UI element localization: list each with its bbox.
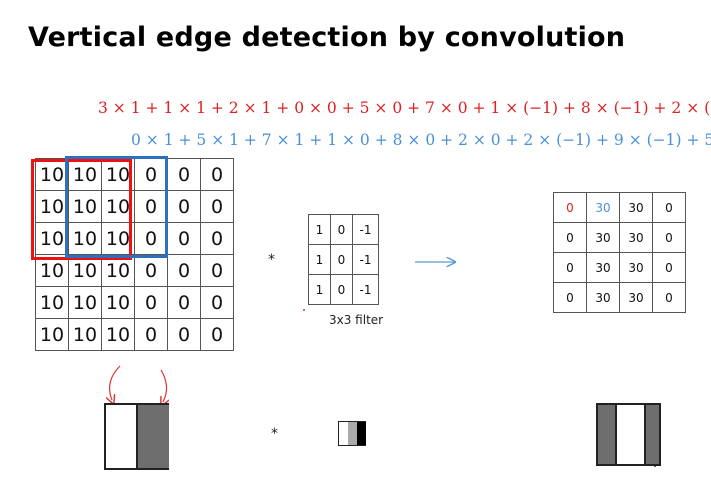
- output-matrix-cell: 0: [652, 192, 686, 223]
- input-matrix-cell: 10: [68, 318, 102, 351]
- input-matrix-cell: 0: [167, 158, 201, 191]
- input-matrix-cell: 0: [134, 158, 168, 191]
- input-matrix-cell: 10: [68, 222, 102, 255]
- filter-image-preview: [338, 421, 366, 446]
- input-matrix-cell: 0: [200, 158, 234, 191]
- input-matrix-cell: 0: [200, 254, 234, 287]
- input-matrix-cell: 0: [167, 286, 201, 319]
- blue-selection-window: [65, 156, 168, 258]
- filter-matrix-cell: -1: [352, 214, 379, 245]
- output-matrix-cell: 30: [619, 282, 653, 313]
- input-matrix-cell: 0: [200, 222, 234, 255]
- output-matrix-cell: 0: [553, 192, 587, 223]
- output-matrix-cell: 0: [652, 252, 686, 283]
- convolution-operator-bottom: *: [271, 426, 278, 442]
- input-matrix-cell: 10: [35, 318, 69, 351]
- input-matrix-cell: 0: [167, 318, 201, 351]
- input-matrix-cell: 10: [68, 190, 102, 223]
- formula-blue: 0 × 1 + 5 × 1 + 7 × 1 + 1 × 0 + 8 × 0 + …: [131, 131, 711, 149]
- input-matrix-cell: 10: [35, 190, 69, 223]
- red-selection-window: [31, 159, 132, 260]
- output-matrix-cell: 30: [619, 192, 653, 223]
- input-matrix-cell: 0: [200, 286, 234, 319]
- input-matrix-cell: 0: [167, 190, 201, 223]
- output-matrix-cell: 30: [586, 222, 620, 253]
- input-matrix-cell: 0: [167, 254, 201, 287]
- output-bright-band: [615, 405, 646, 464]
- filter-label: 3x3 filter: [329, 313, 384, 327]
- formula-red: 3 × 1 + 1 × 1 + 2 × 1 + 0 × 0 + 5 × 0 + …: [98, 99, 711, 117]
- page-title: Vertical edge detection by convolution: [28, 22, 626, 53]
- output-matrix-cell: 0: [553, 222, 587, 253]
- output-matrix-cell: 0: [652, 282, 686, 313]
- input-matrix-cell: 10: [35, 158, 69, 191]
- convolution-operator: *: [268, 252, 275, 268]
- output-image-preview: [596, 403, 661, 466]
- input-matrix-cell: 10: [35, 286, 69, 319]
- output-matrix-cell: 30: [619, 222, 653, 253]
- input-matrix-cell: 10: [35, 222, 69, 255]
- input-image-preview: [104, 403, 169, 470]
- input-matrix-cell: 0: [134, 222, 168, 255]
- output-matrix-cell: 0: [553, 252, 587, 283]
- input-dark-half: [136, 405, 169, 468]
- output-matrix-cell: 0: [553, 282, 587, 313]
- output-matrix-cell: 30: [586, 282, 620, 313]
- filter-matrix-cell: -1: [352, 274, 379, 305]
- output-matrix-cell: 0: [652, 222, 686, 253]
- red-arrow-right: [161, 369, 167, 402]
- output-matrix-cell: 30: [619, 252, 653, 283]
- red-arrow-left: [110, 365, 121, 400]
- output-matrix-cell: 30: [586, 192, 620, 223]
- filter-matrix-cell: -1: [352, 244, 379, 275]
- output-matrix-cell: 30: [586, 252, 620, 283]
- input-matrix-cell: 0: [200, 318, 234, 351]
- input-matrix-cell: 10: [68, 286, 102, 319]
- input-matrix-cell: 0: [200, 190, 234, 223]
